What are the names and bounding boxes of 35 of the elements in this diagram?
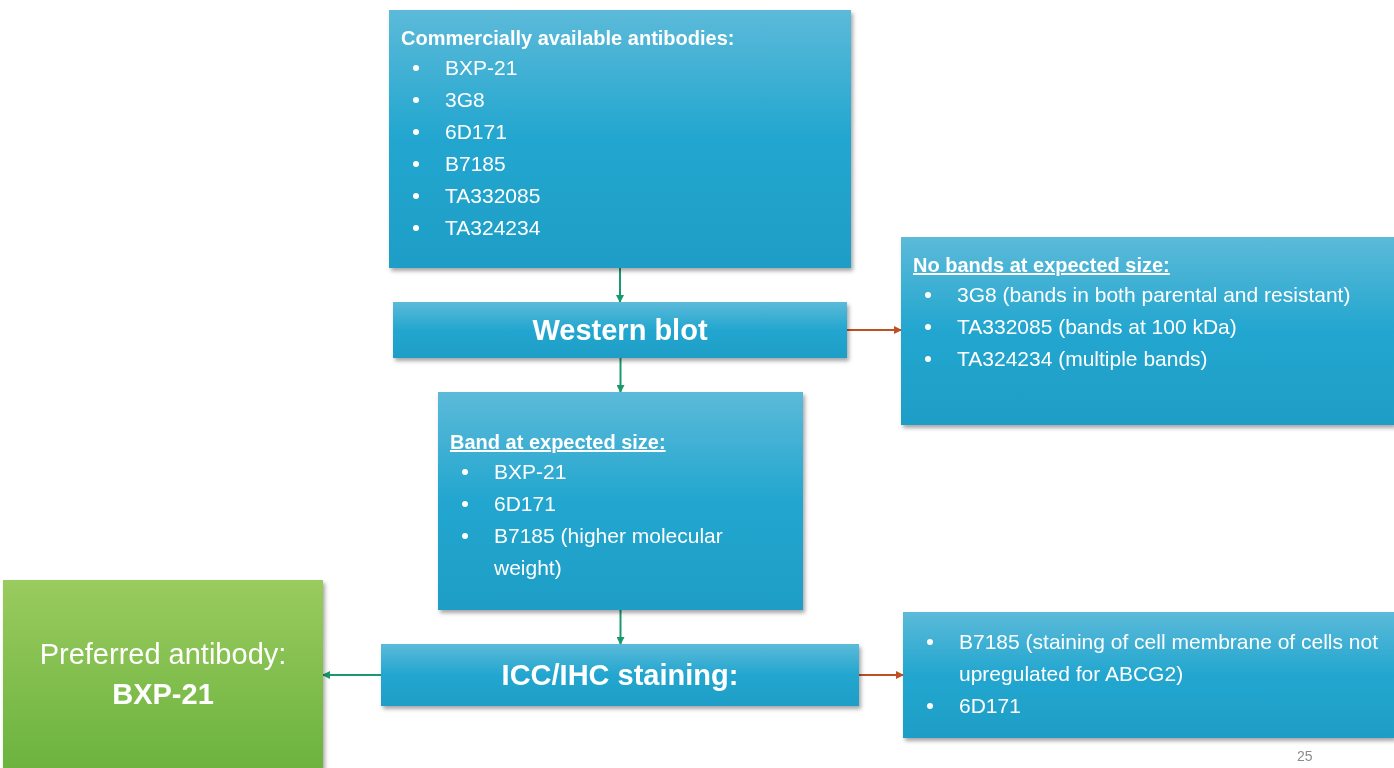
- bullet-item: B7185: [401, 148, 837, 180]
- process-box: [381, 644, 859, 706]
- bullet-item: 6D171: [401, 116, 837, 148]
- list-heading: Band at expected size:: [450, 430, 667, 455]
- step-title: ICC/IHC staining:: [501, 658, 739, 692]
- bullet-item: 3G8: [401, 84, 837, 116]
- bullet-item: BXP-21: [450, 456, 789, 488]
- arrow: [616, 357, 625, 393]
- bullet-item: B7185 (staining of cell membrane of cells not upregulated for ABCG2): [915, 626, 1380, 690]
- arrow: [616, 609, 625, 645]
- process-box: [389, 10, 851, 268]
- arrow: [846, 326, 902, 334]
- list-heading: Commercially available antibodies:: [401, 26, 736, 51]
- bullet-item: TA332085 (bands at 100 kDa): [913, 311, 1380, 343]
- page-number: 25: [1297, 748, 1313, 764]
- result-label: Preferred antibody:: [39, 637, 287, 672]
- process-box: [393, 302, 847, 358]
- process-box: [901, 237, 1394, 425]
- bullet-item: 3G8 (bands in both parental and resistant): [913, 279, 1380, 311]
- result-box: [3, 580, 323, 768]
- bullet-item: TA324234 (multiple bands): [913, 343, 1380, 375]
- bullet-item: TA324234: [401, 212, 837, 244]
- bullet-item: TA332085: [401, 180, 837, 212]
- bullet-item: B7185 (higher molecular weight): [450, 520, 789, 584]
- arrow: [322, 671, 382, 679]
- bullet-item: 6D171: [450, 488, 789, 520]
- step-title: Western blot: [532, 313, 708, 347]
- bullet-item: BXP-21: [401, 52, 837, 84]
- process-box: [438, 392, 803, 610]
- arrow: [616, 267, 624, 303]
- arrow: [858, 671, 904, 679]
- process-box: [903, 612, 1394, 738]
- bullet-item: 6D171: [915, 690, 1380, 722]
- antibody-name: BXP-21: [112, 677, 214, 712]
- list-heading: No bands at expected size:: [913, 253, 1171, 278]
